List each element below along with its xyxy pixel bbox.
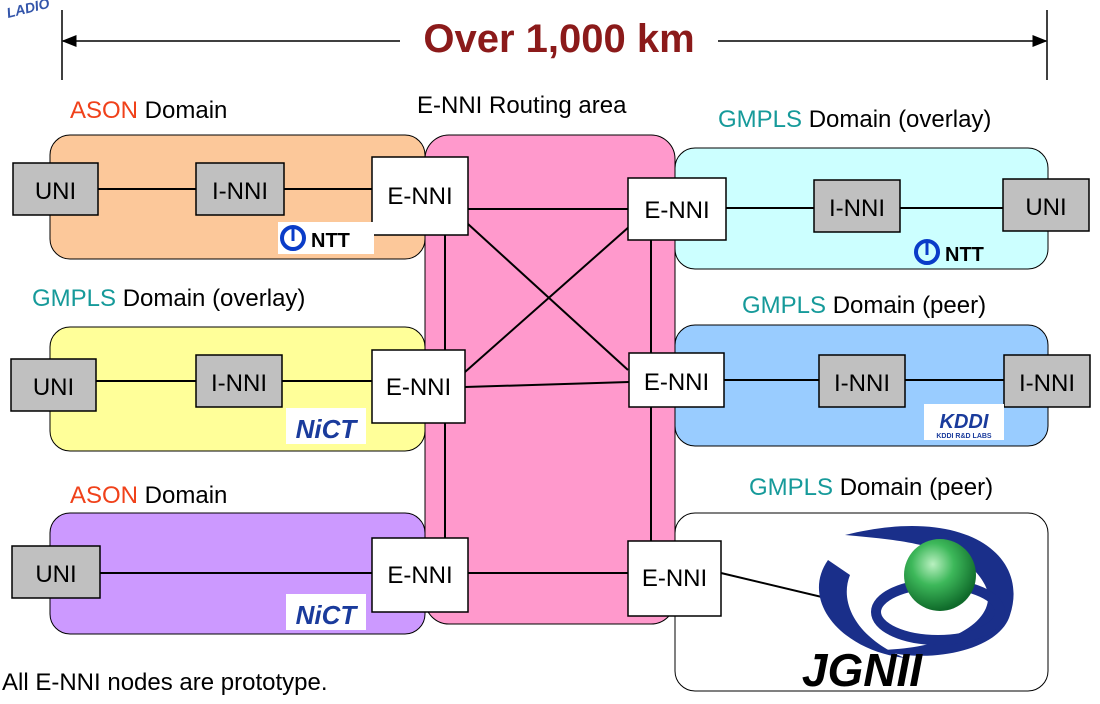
link: [464, 381, 630, 388]
node-uni: UNI: [10, 358, 97, 412]
svg-text:I-NNI: I-NNI: [1019, 370, 1075, 397]
svg-text:E-NNI: E-NNI: [644, 369, 709, 396]
link: [464, 225, 631, 373]
svg-text:I-NNI: I-NNI: [212, 178, 268, 205]
svg-text:KDDI R&D LABS: KDDI R&D LABS: [936, 433, 992, 440]
svg-text:I-NNI: I-NNI: [211, 370, 267, 397]
ntt-logo: NTT: [912, 236, 1008, 268]
node-e-nni: E-NNI: [371, 349, 466, 424]
svg-text:E-NNI: E-NNI: [387, 183, 452, 210]
node-i-nni: I-NNI: [1003, 354, 1091, 408]
svg-text:E-NNI: E-NNI: [642, 565, 707, 592]
svg-text:UNI: UNI: [33, 374, 74, 401]
nict-logo: NiCT: [286, 594, 366, 630]
node-e-nni: E-NNI: [628, 352, 725, 408]
svg-text:E-NNI: E-NNI: [386, 374, 451, 401]
svg-text:UNI: UNI: [1025, 194, 1066, 221]
svg-text:E-NNI: E-NNI: [644, 197, 709, 224]
footnote: All E-NNI nodes are prototype.: [2, 669, 328, 696]
svg-text:I-NNI: I-NNI: [834, 370, 890, 397]
svg-text:KDDI: KDDI: [940, 411, 989, 433]
svg-text:NiCT: NiCT: [296, 600, 359, 630]
svg-text:UNI: UNI: [35, 178, 76, 205]
node-e-nni: E-NNI: [627, 177, 727, 241]
routing-area-label: E-NNI Routing area: [417, 92, 627, 119]
domain-title-ason-nict: ASON Domain: [70, 482, 227, 509]
node-i-nni: I-NNI: [195, 354, 283, 408]
svg-text:NTT: NTT: [945, 244, 984, 266]
node-e-nni: E-NNI: [371, 156, 469, 236]
domain-title-gmpls-jgn: GMPLS Domain (peer): [749, 474, 993, 501]
node-i-nni: I-NNI: [818, 354, 906, 408]
svg-text:I-NNI: I-NNI: [829, 195, 885, 222]
domain-title-gmpls-nict: GMPLS Domain (overlay): [32, 285, 305, 312]
node-i-nni: I-NNI: [813, 179, 901, 233]
svg-text:UNI: UNI: [35, 561, 76, 588]
links: [96, 188, 1004, 604]
distance-label: Over 1,000 km: [423, 17, 694, 61]
domain-title-ason-ntt: ASON Domain: [70, 97, 227, 124]
link: [467, 223, 629, 371]
svg-text:JGNII: JGNII: [802, 644, 923, 696]
domain-title-gmpls-kddi: GMPLS Domain (peer): [742, 292, 986, 319]
ntt-logo: NTT: [278, 222, 374, 254]
corner-logo: LADIO: [5, 0, 51, 21]
domain-title-gmpls-ntt: GMPLS Domain (overlay): [718, 106, 991, 133]
jgn-logo: JGNII: [802, 526, 1014, 696]
node-e-nni: E-NNI: [371, 537, 469, 613]
svg-text:NiCT: NiCT: [296, 414, 359, 444]
nict-logo: NiCT: [286, 408, 366, 444]
node-i-nni: I-NNI: [195, 162, 285, 216]
node-uni: UNI: [1002, 178, 1090, 232]
kddi-logo: KDDI KDDI R&D LABS: [924, 404, 1004, 440]
svg-text:NTT: NTT: [311, 230, 350, 252]
node-e-nni: E-NNI: [627, 540, 722, 617]
svg-text:E-NNI: E-NNI: [387, 562, 452, 589]
node-uni: UNI: [12, 162, 99, 216]
node-uni: UNI: [11, 545, 101, 599]
